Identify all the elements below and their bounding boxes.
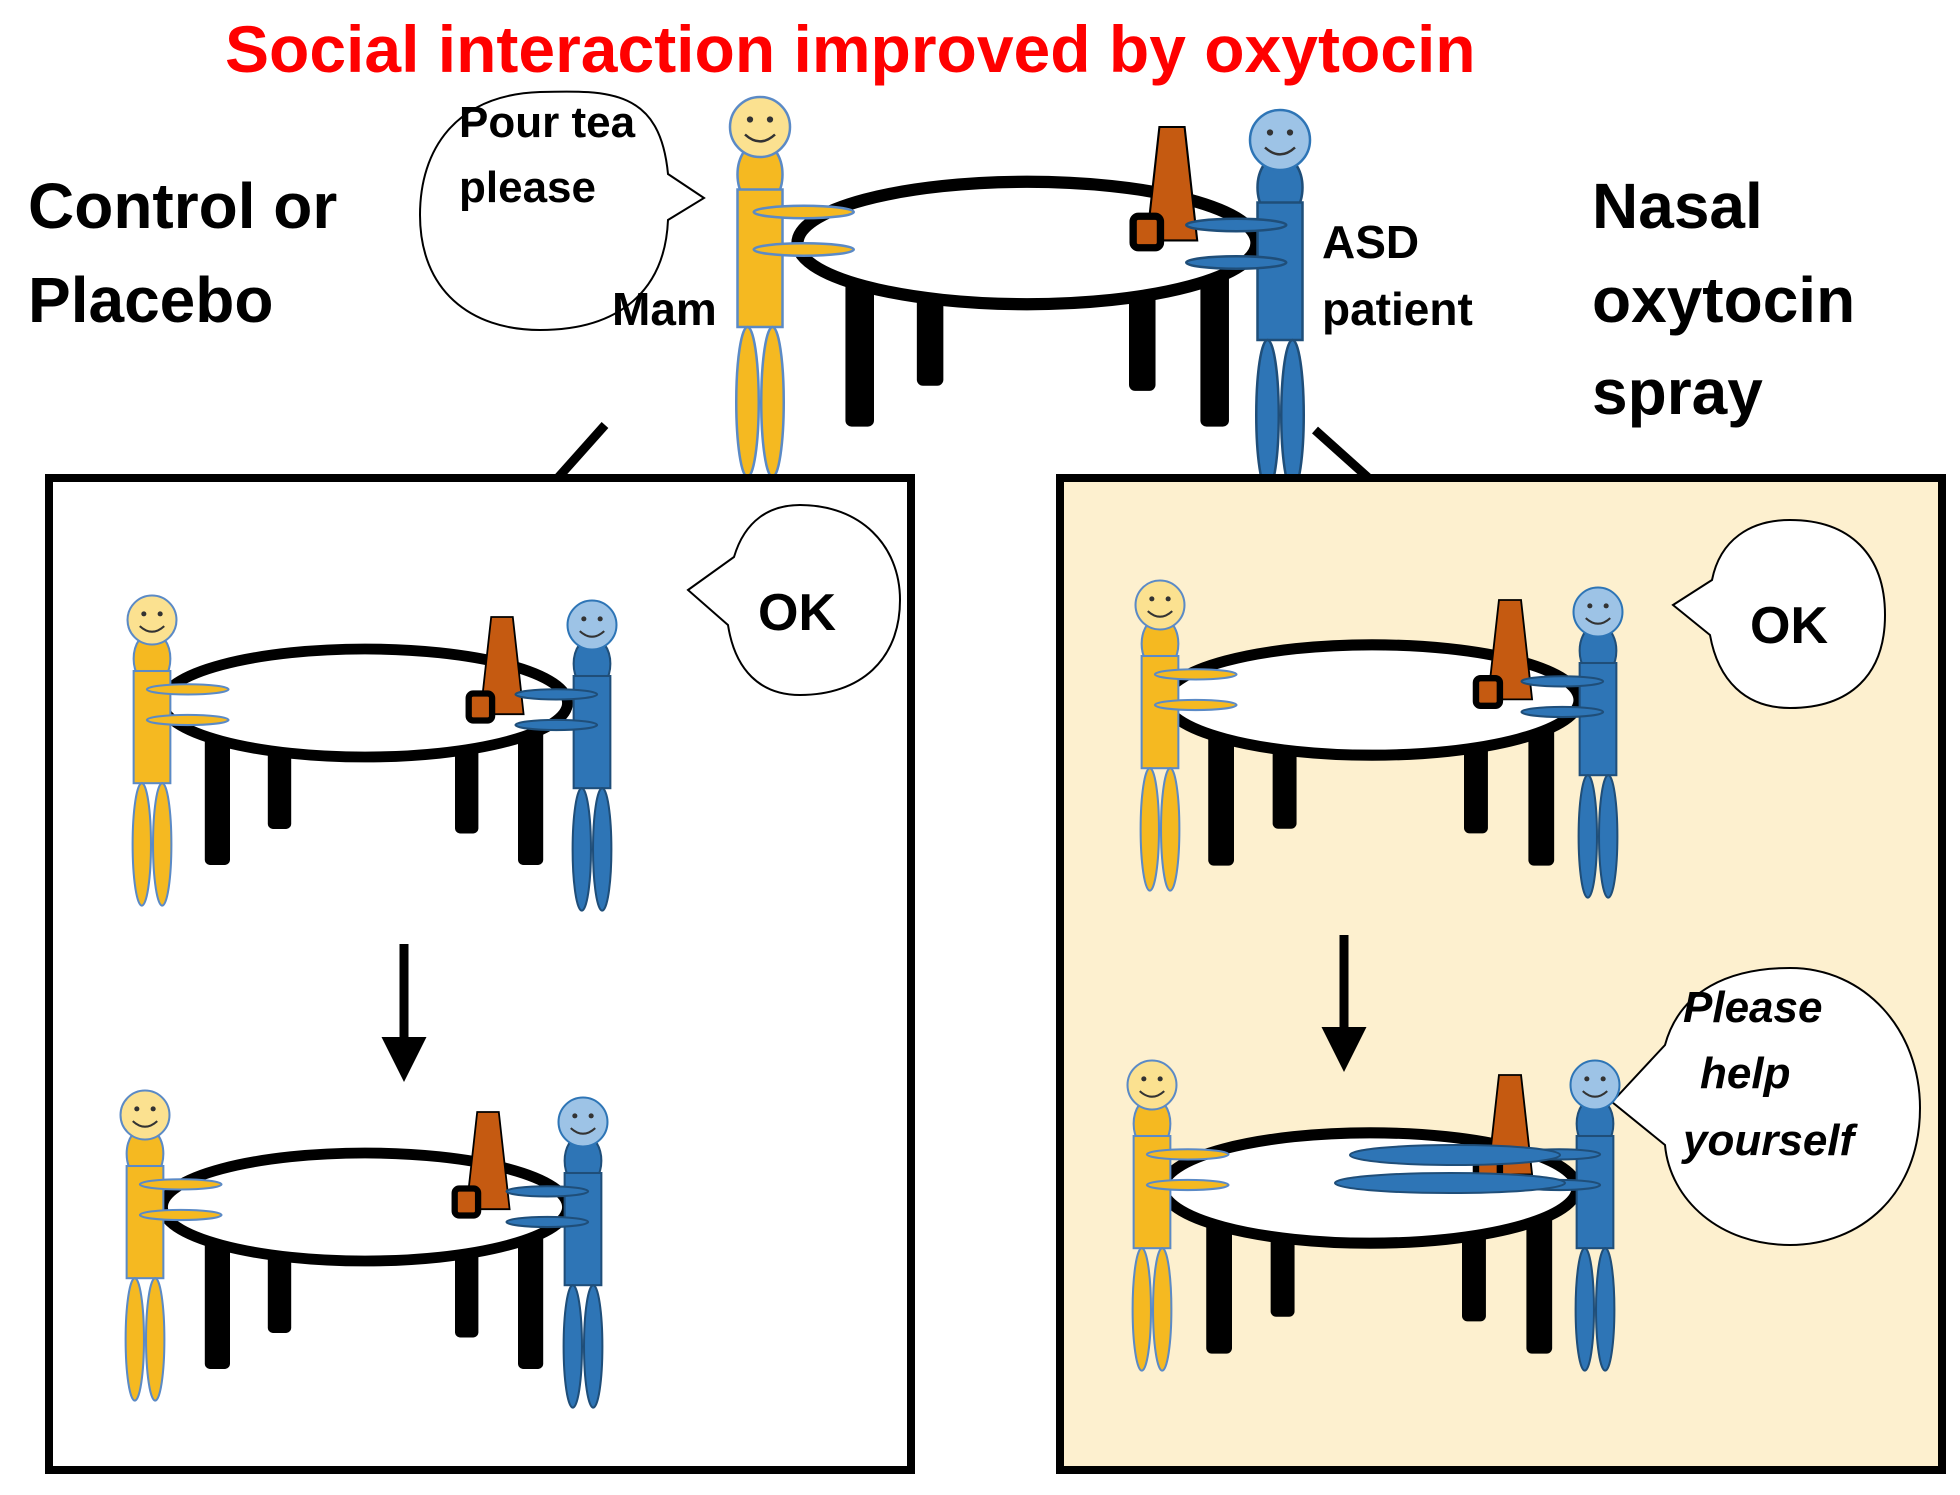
mother-figure bbox=[728, 95, 855, 479]
oxytocin-heading-line3: spray bbox=[1592, 356, 1763, 428]
oxytocin-ok-bubble: OK bbox=[1671, 518, 1887, 710]
control-panel: OK bbox=[45, 474, 915, 1474]
offer-line3: yourself bbox=[1681, 1116, 1859, 1165]
oxytocin-heading: Nasal oxytocin spray bbox=[1592, 170, 1855, 428]
control-ok-bubble: OK bbox=[686, 503, 902, 697]
control-heading-line2: Placebo bbox=[28, 264, 273, 336]
patient-reach-arm-upper bbox=[1349, 1144, 1561, 1166]
mother-label: Mam bbox=[612, 283, 717, 335]
control-heading: Control or Placebo bbox=[28, 170, 337, 336]
request-speech-bubble: Pour tea please bbox=[418, 90, 706, 332]
control-heading-line1: Control or bbox=[28, 170, 337, 242]
patient-label-line1: ASD bbox=[1322, 216, 1419, 268]
patient-reach-arm-lower bbox=[1334, 1172, 1566, 1194]
oxytocin-heading-line1: Nasal bbox=[1592, 170, 1763, 242]
offer-line1: Please bbox=[1683, 983, 1822, 1032]
oxytocin-offer-bubble: Please help yourself bbox=[1610, 966, 1922, 1247]
top-scene: Pour tea please Mam ASD patient bbox=[418, 90, 1473, 492]
request-line2: please bbox=[459, 163, 596, 212]
patient-label-line2: patient bbox=[1322, 283, 1473, 335]
request-line1: Pour tea bbox=[459, 98, 636, 147]
oxytocin-panel: OK Please help yourself bbox=[1056, 474, 1946, 1474]
oxytocin-heading-line2: oxytocin bbox=[1592, 264, 1855, 336]
control-ok-text: OK bbox=[758, 584, 836, 642]
oxytocin-ok-text: OK bbox=[1750, 597, 1828, 655]
offer-line2: help bbox=[1700, 1049, 1790, 1098]
oxytocin-scene-2 bbox=[1126, 1059, 1621, 1372]
page-title: Social interaction improved by oxytocin bbox=[225, 12, 1476, 86]
